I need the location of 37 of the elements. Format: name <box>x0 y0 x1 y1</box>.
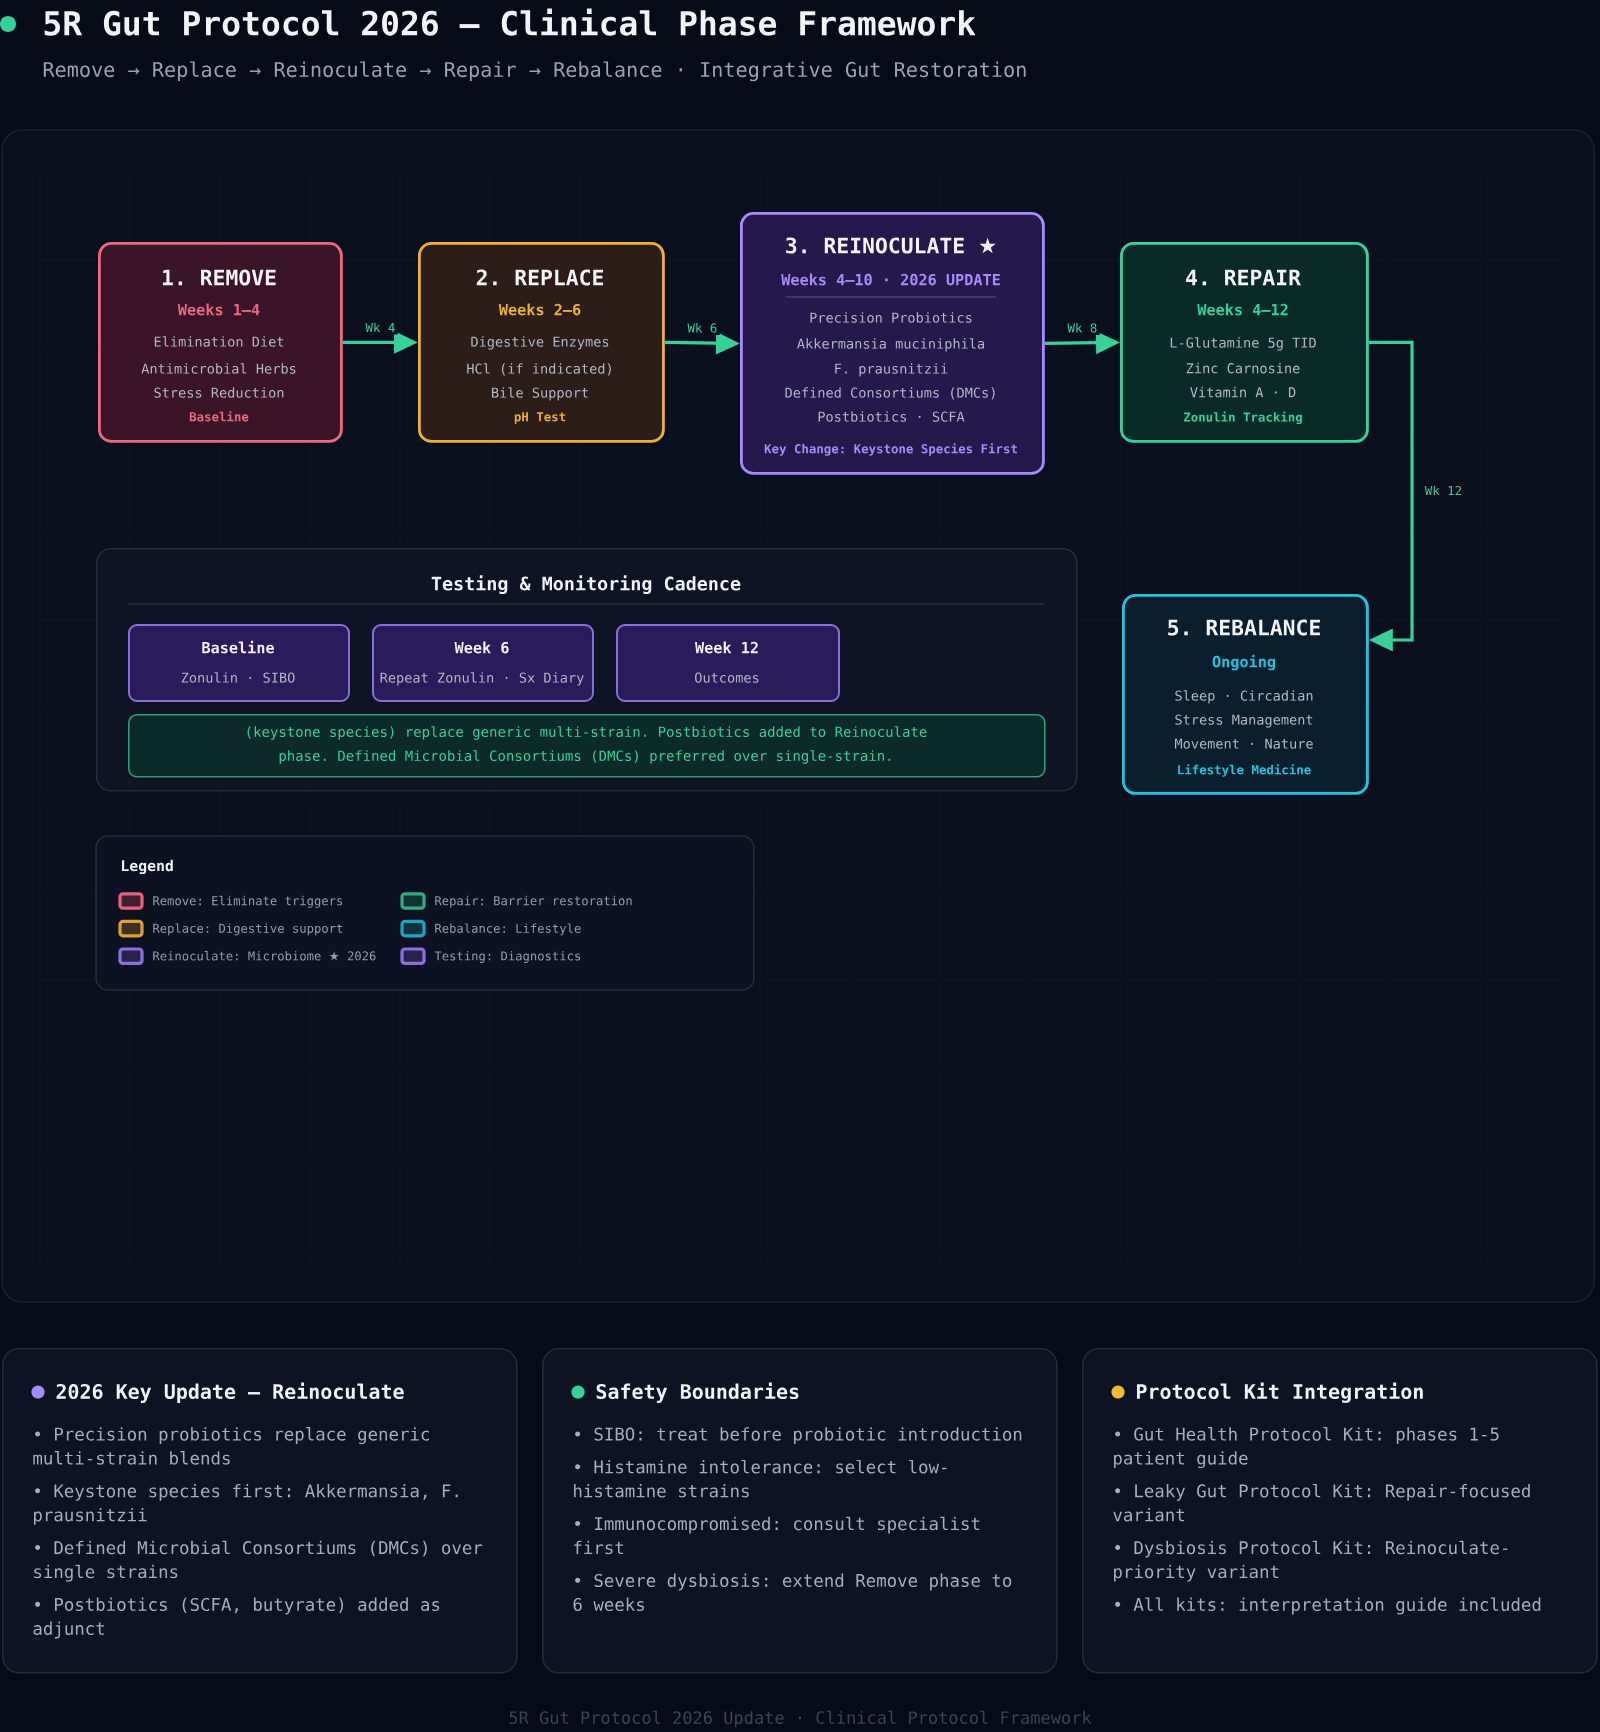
phase-box <box>1120 242 1369 443</box>
flow-arrow <box>1368 340 1414 652</box>
phase-title: 3. REINOCULATE ★ <box>786 237 996 254</box>
bullet-item: • Keystone species first: Akkermansia, F. prausnitzii <box>34 1484 458 1525</box>
phase-title: 4. REPAIR <box>1186 269 1301 286</box>
card-heading: Safety Boundaries <box>596 1382 799 1403</box>
bullet-item: • SIBO: treat before probiotic introduction <box>575 1427 1022 1444</box>
subtitle: Remove → Replace → Reinoculate → Repair → Rebalance · Integrative Gut Restoration <box>43 61 1026 82</box>
info-card <box>542 1348 1058 1674</box>
bullet-item: • All kits: interpretation guide included <box>1115 1597 1541 1615</box>
card-heading: Protocol Kit Integration <box>1137 1382 1423 1403</box>
test-box <box>372 624 594 702</box>
phase-title: 5. REBALANCE <box>1168 619 1320 636</box>
note-box <box>128 714 1046 778</box>
footer-text: 5R Gut Protocol 2026 Update · Clinical Protocol Framework <box>509 1710 1092 1728</box>
info-card <box>2 1348 518 1674</box>
card-heading: 2026 Key Update — Reinoculate <box>56 1382 404 1403</box>
phase-box <box>98 242 343 443</box>
bullet-item: • Dysbiosis Protocol Kit: Reinoculate-priority variant <box>1114 1540 1508 1582</box>
bullet-item: • Defined Microbial Consortiums (DMCs) over single strains <box>34 1540 483 1582</box>
bullet-item: • Severe dysbiosis: extend Remove phase to 6 weeks <box>573 1573 1012 1612</box>
phase-box <box>418 242 665 443</box>
phase-box <box>740 212 1045 475</box>
bullet-item: • Gut Health Protocol Kit: phases 1-5 patient guide <box>1114 1427 1499 1469</box>
phase-title: 2. REPLACE <box>476 269 603 286</box>
bullet-item: • Precision probiotics replace generic multi-strain blends <box>33 1427 429 1465</box>
phase-title: 1. REMOVE <box>163 269 276 286</box>
info-card <box>1082 1348 1598 1674</box>
phase-box <box>1122 594 1369 795</box>
bullet-item: • Leaky Gut Protocol Kit: Repair-focused variant <box>1113 1483 1530 1522</box>
test-box <box>616 624 840 702</box>
diagram-title: 5R Gut Protocol 2026 — Clinical Phase Framework <box>44 8 976 36</box>
bullet-item: • Histamine intolerance: select low-histamine strains <box>574 1459 947 1498</box>
bullet-item: • Postbiotics (SCFA, butyrate) added as adjunct <box>33 1597 440 1639</box>
bullet-item: • Immunocompromised: consult specialist first <box>574 1516 980 1555</box>
test-box <box>128 624 350 702</box>
panel-title: Testing & Monitoring Cadence <box>431 575 741 595</box>
